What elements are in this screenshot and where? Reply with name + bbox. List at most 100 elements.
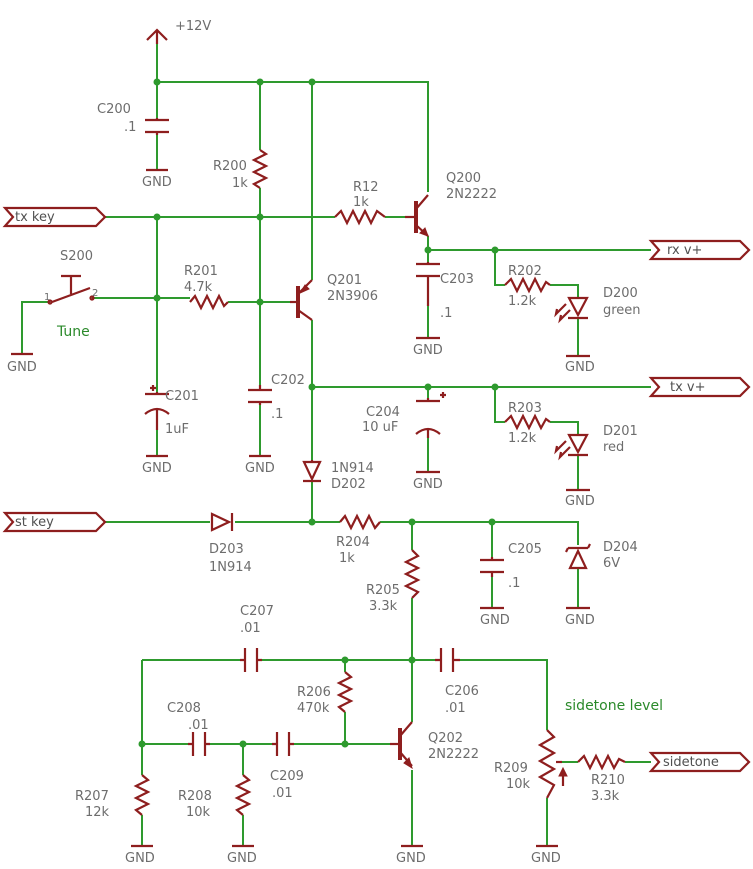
capacitor-c207-symbol xyxy=(240,648,262,672)
supply-arrow-symbol xyxy=(146,28,168,44)
c205-name: C205 xyxy=(508,542,542,557)
port-st-key-shape xyxy=(2,511,107,533)
d202-value: 1N914 xyxy=(331,461,374,476)
led-d200-symbol xyxy=(554,296,589,324)
resistor-r12-symbol xyxy=(334,208,386,226)
gnd-c201: GND xyxy=(142,461,172,476)
gnd-c205: GND xyxy=(480,613,510,628)
q201-value: 2N3906 xyxy=(327,289,378,304)
c200-name: C200 xyxy=(97,102,131,117)
port-sidetone-label: sidetone xyxy=(663,755,719,770)
d203-name: D203 xyxy=(209,542,244,557)
capacitor-c202-symbol xyxy=(248,385,272,405)
c203-value: .1 xyxy=(440,306,452,321)
r207-name: R207 xyxy=(75,789,109,804)
r200-value: 1k xyxy=(232,176,248,191)
c201-name: C201 xyxy=(165,389,199,404)
gnd-c203: GND xyxy=(413,343,443,358)
capacitor-c209-symbol xyxy=(272,732,294,756)
r206-name: R206 xyxy=(297,685,331,700)
r208-name: R208 xyxy=(178,789,212,804)
c209-name: C209 xyxy=(270,769,304,784)
r12-value: 1k xyxy=(353,195,369,210)
tune-note: Tune xyxy=(56,324,90,340)
d203-value: 1N914 xyxy=(209,560,252,575)
c200-value: .1 xyxy=(124,120,136,135)
d204-value: 6V xyxy=(603,556,620,571)
c204-value: 10 uF xyxy=(362,420,398,435)
port-rx-vplus-shape xyxy=(648,239,751,261)
resistor-r205-symbol xyxy=(403,549,421,599)
resistor-r204-symbol xyxy=(339,513,381,531)
switch-s200-symbol xyxy=(47,274,95,305)
capacitor-c201-symbol xyxy=(144,385,170,430)
wires xyxy=(21,40,651,846)
r205-name: R205 xyxy=(366,583,400,598)
capacitor-c203-symbol xyxy=(416,262,440,306)
labels: +12V C200 .1 GND R200 1k R12 1k Q200 2N2… xyxy=(7,19,719,866)
potentiometer-r209-symbol xyxy=(537,729,568,799)
d200-name: D200 xyxy=(603,286,638,301)
zener-d204-symbol xyxy=(565,543,591,570)
gnd-c204: GND xyxy=(413,477,443,492)
gnd-d204: GND xyxy=(565,613,595,628)
port-tx-key-label: tx key xyxy=(15,210,55,225)
r203-value: 1.2k xyxy=(508,431,537,446)
resistor-r208-symbol xyxy=(234,774,252,816)
gnd-switch: GND xyxy=(7,360,37,375)
capacitor-c200-symbol xyxy=(145,118,169,135)
r209-name: R209 xyxy=(494,761,528,776)
c208-value: .01 xyxy=(188,718,209,733)
c201-value: 1uF xyxy=(165,422,189,437)
q200-name: Q200 xyxy=(446,171,481,186)
port-rx-vplus-label: rx v+ xyxy=(667,243,702,258)
r208-value: 10k xyxy=(186,805,211,820)
capacitor-c208-symbol xyxy=(188,732,210,756)
c207-value: .01 xyxy=(240,621,261,636)
c205-value: .1 xyxy=(508,576,520,591)
port-tx-vplus-label: tx v+ xyxy=(670,380,706,395)
r210-value: 3.3k xyxy=(591,789,620,804)
s200-name: S200 xyxy=(60,249,93,264)
transistor-q200-symbol xyxy=(405,194,429,237)
capacitor-c206-symbol xyxy=(435,648,460,672)
r205-value: 3.3k xyxy=(369,599,398,614)
r209-value: 10k xyxy=(506,777,531,792)
gnd-d200: GND xyxy=(565,360,595,375)
gnd-c200: GND xyxy=(142,175,172,190)
diode-d203-symbol xyxy=(210,512,234,532)
c202-name: C202 xyxy=(271,373,305,388)
c207-name: C207 xyxy=(240,604,274,619)
junctions xyxy=(138,78,499,748)
d201-name: D201 xyxy=(603,424,638,439)
gnd-c202: GND xyxy=(245,461,275,476)
q200-value: 2N2222 xyxy=(446,187,497,202)
s200-pin2: 2 xyxy=(92,288,98,299)
r207-value: 12k xyxy=(85,805,110,820)
sidetone-level-note: sidetone level xyxy=(565,698,663,714)
r201-value: 4.7k xyxy=(184,280,213,295)
r206-value: 470k xyxy=(297,701,330,716)
gnd-r207: GND xyxy=(125,851,155,866)
c206-name: C206 xyxy=(445,684,479,699)
capacitor-c205-symbol xyxy=(480,557,504,577)
gnd-r208: GND xyxy=(227,851,257,866)
c206-value: .01 xyxy=(445,701,466,716)
d204-name: D204 xyxy=(603,540,638,555)
r12-name: R12 xyxy=(353,180,379,195)
resistor-r202-symbol xyxy=(504,276,551,294)
port-shapes xyxy=(2,206,751,773)
resistor-r203-symbol xyxy=(504,413,551,431)
port-tx-vplus-shape xyxy=(648,376,751,398)
d201-value: red xyxy=(603,440,624,455)
c204-name: C204 xyxy=(366,405,400,420)
c203-name: C203 xyxy=(440,272,474,287)
c209-value: .01 xyxy=(272,786,293,801)
gnd-q202: GND xyxy=(396,851,426,866)
gnd-r209: GND xyxy=(531,851,561,866)
port-st-key-label: st key xyxy=(15,515,54,530)
resistor-r210-symbol xyxy=(577,753,626,771)
q201-name: Q201 xyxy=(327,273,362,288)
r204-name: R204 xyxy=(336,535,370,550)
